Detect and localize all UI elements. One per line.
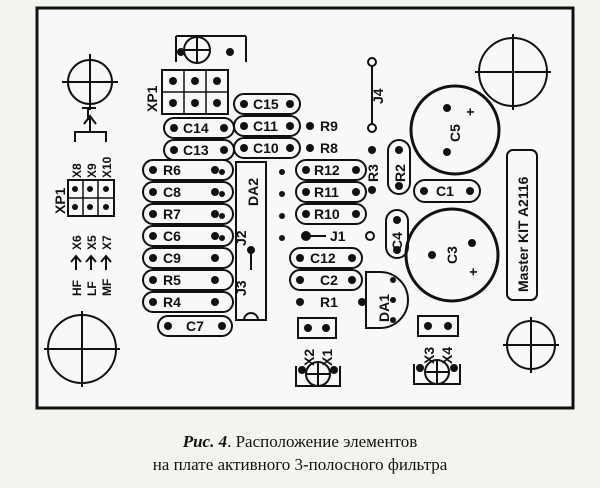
c1-capacitor [413,179,481,203]
xp1-side-header [67,179,115,217]
pcb-layout-diagram: XP1 XP1 X8 X9 X10 X6 X5 X7 HF LF MF [35,6,575,410]
j4-jumper [367,57,377,133]
potentiometer-bottom-right [413,359,461,385]
j3-label: J3 [233,280,249,296]
potentiometer-top [175,35,247,64]
band-common-bracket [74,107,107,142]
r2-label: R2 [392,164,408,182]
r12-label: R12 [314,162,340,178]
j1-jumper [301,231,375,241]
x8-label: X8 [70,163,84,178]
x2-label: X2 [301,349,317,366]
x3-label: X3 [421,347,437,364]
right-resistor-pads [302,122,314,218]
x3-x4-connector [417,315,459,337]
band-hf-label: HF [70,280,84,296]
c12-label: C12 [310,250,336,266]
c4-capacitor [385,209,409,259]
x9-label: X9 [85,163,99,178]
mounting-hole-top-right [475,34,551,110]
left-column-pads [149,166,226,330]
left-column-components [142,159,234,337]
xp1-main-header [161,69,229,115]
band-mf-label: MF [100,279,114,296]
c7-label: C7 [186,318,204,334]
c3-electrolytic [404,207,500,303]
c2-label: C2 [320,272,338,288]
r3-r2-outlines [387,139,411,195]
potentiometer-bottom-left [295,361,341,387]
c11-label: C11 [253,118,278,134]
figure-caption-line-1: Рис. 4. Расположение элементов [0,432,600,452]
da1-transistor [365,271,409,329]
r10-label: R10 [314,206,340,222]
c6-label: C6 [163,228,181,244]
c15-label: C15 [253,96,279,112]
da1-label: DA1 [376,294,392,322]
band-lf-label: LF [85,281,99,296]
r8-label: R8 [320,140,338,156]
xp1-main-label: XP1 [144,85,160,112]
c1-label: C1 [436,183,454,199]
c9-label: C9 [163,250,181,266]
board-outline [35,6,575,410]
c5-electrolytic [409,84,501,176]
j4-label: J4 [370,88,386,104]
da2-label: DA2 [245,178,261,206]
c4-label: C4 [389,232,405,250]
brand-label: Master KIT A2116 [515,176,531,292]
band-arrows [70,254,112,270]
c14-label: C14 [183,120,209,136]
j1-label: J1 [330,228,346,244]
r1-label: R1 [320,294,338,310]
j2-j3-jumpers [247,246,255,270]
x10-label: X10 [100,156,114,178]
da2-chip [219,161,285,321]
r3-label: R3 [365,164,381,182]
mounting-hole-bottom-left [44,311,120,387]
x7-label: X7 [100,235,114,250]
c5-label: C5 [447,124,463,142]
j2-label: J2 [233,230,249,246]
r6-label: R6 [163,162,181,178]
c5-polarity: + [462,108,478,116]
r7-label: R7 [163,206,181,222]
r11-label: R11 [314,184,339,200]
c12-c2-r1-outlines [289,247,363,291]
r12-r11-r10-outlines [295,159,367,225]
x6-label: X6 [70,235,84,250]
r4-label: R4 [163,294,181,310]
figure-caption-line-2: на плате активного 3-полосного фильтра [152,455,448,474]
r5-label: R5 [163,272,181,288]
c3-polarity: + [465,268,481,276]
x5-label: X5 [85,235,99,250]
c8-label: C8 [163,184,181,200]
figure-caption-text-1: . Расположение элементов [227,432,418,451]
x4-label: X4 [439,347,455,364]
mounting-hole-bottom-right [503,317,559,373]
c13-label: C13 [183,142,209,158]
figure-number: Рис. 4 [182,432,228,451]
c3-label: C3 [444,246,460,264]
xp1-side-label: XP1 [52,187,68,214]
x1-label: X1 [319,349,335,366]
r9-label: R9 [320,118,338,134]
brand-box [506,149,538,301]
mounting-hole-top-left [62,54,118,110]
x1-x2-connector [297,317,337,339]
c10-label: C10 [253,140,279,156]
c15-c11-c10-outlines [233,93,301,159]
